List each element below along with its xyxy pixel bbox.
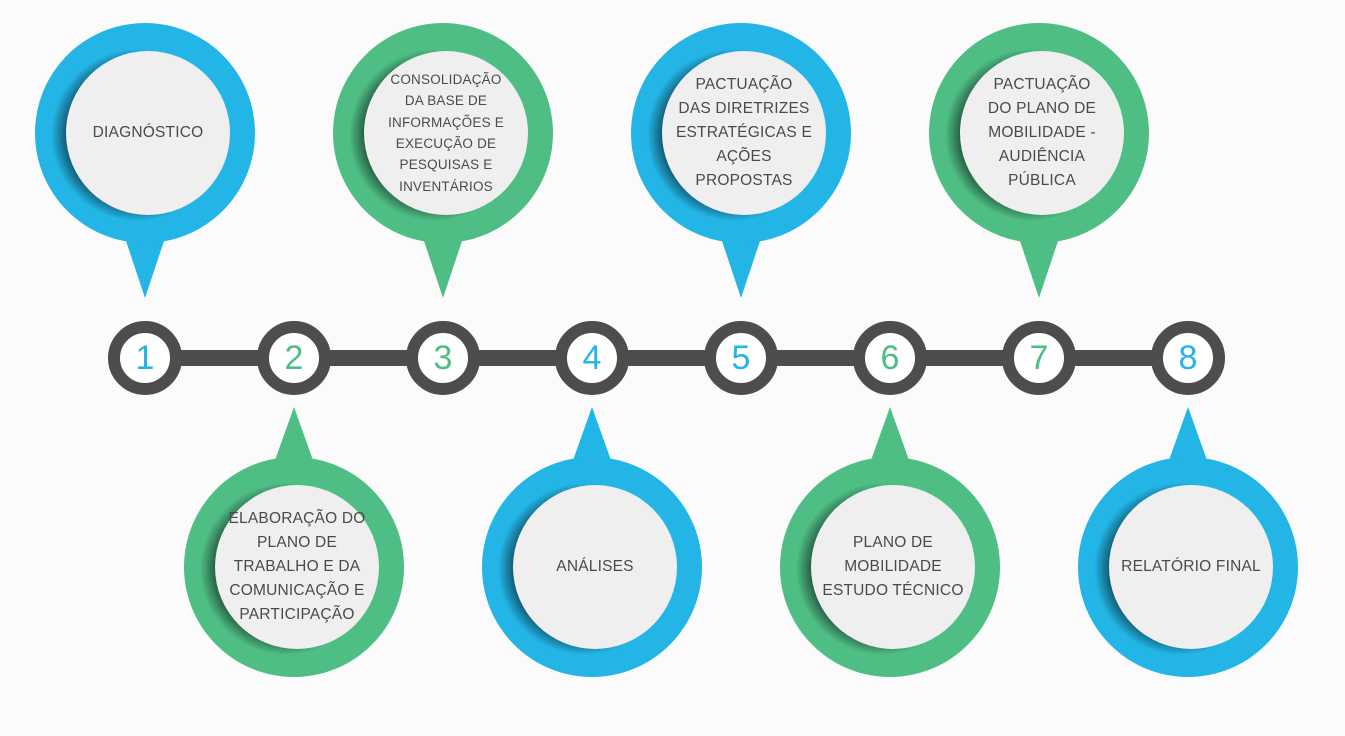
bubble-6 [780, 407, 1000, 677]
step-label-6: PLANO DE MOBILIDADE ESTUDO TÉCNICO [822, 533, 964, 599]
step-number-7: 7 [1029, 338, 1049, 377]
step-number-8: 8 [1178, 338, 1198, 377]
bubble-inner-4 [513, 485, 677, 649]
step-label-3: CONSOLIDAÇÃO DA BASE DE INFORMAÇÕES E EX… [388, 72, 504, 194]
timeline-node-3 [406, 321, 480, 395]
step-number-6: 6 [880, 338, 900, 377]
node-ring-5 [704, 321, 778, 395]
timeline-node-6 [853, 321, 927, 395]
bubble-inner-5 [662, 51, 826, 215]
timeline-node-8 [1151, 321, 1225, 395]
bubble-inner-3 [364, 51, 528, 215]
node-ring-1 [108, 321, 182, 395]
step-number-3: 3 [433, 338, 453, 377]
bubble-inner-2 [215, 485, 379, 649]
node-ring-8 [1151, 321, 1225, 395]
bubble-inner-6 [811, 485, 975, 649]
step-label-4: ANÁLISES [556, 557, 634, 575]
bubble-inner-8 [1109, 485, 1273, 649]
timeline-node-5 [704, 321, 778, 395]
timeline-node-1 [108, 321, 182, 395]
node-ring-2 [257, 321, 331, 395]
step-label-5: PACTUAÇÃO DAS DIRETRIZES ESTRATÉGICAS E … [675, 75, 812, 190]
bubble-1 [35, 23, 255, 298]
bubble-7 [929, 23, 1149, 298]
step-number-1: 1 [135, 338, 155, 377]
timeline-node-4 [555, 321, 629, 395]
step-number-5: 5 [731, 338, 751, 377]
bubble-8 [1078, 407, 1298, 677]
node-ring-6 [853, 321, 927, 395]
bubble-5 [631, 23, 851, 298]
bubble-inner-7 [960, 51, 1124, 215]
node-ring-7 [1002, 321, 1076, 395]
node-ring-4 [555, 321, 629, 395]
bubble-inner-1 [66, 51, 230, 215]
step-label-2: ELABORAÇÃO DO PLANO DE TRABALHO E DA COM… [228, 509, 366, 624]
timeline-node-2 [257, 321, 331, 395]
bubble-2 [184, 407, 404, 677]
step-number-2: 2 [284, 338, 304, 377]
node-ring-3 [406, 321, 480, 395]
step-label-1: DIAGNÓSTICO [92, 123, 204, 141]
step-number-4: 4 [582, 338, 602, 377]
bubble-4 [482, 407, 702, 677]
step-label-8: RELATÓRIO FINAL [1121, 557, 1261, 575]
timeline-node-7 [1002, 321, 1076, 395]
step-label-7: PACTUAÇÃO DO PLANO DE MOBILIDADE - AUDIÊ… [987, 75, 1097, 190]
bubble-3 [333, 23, 553, 298]
